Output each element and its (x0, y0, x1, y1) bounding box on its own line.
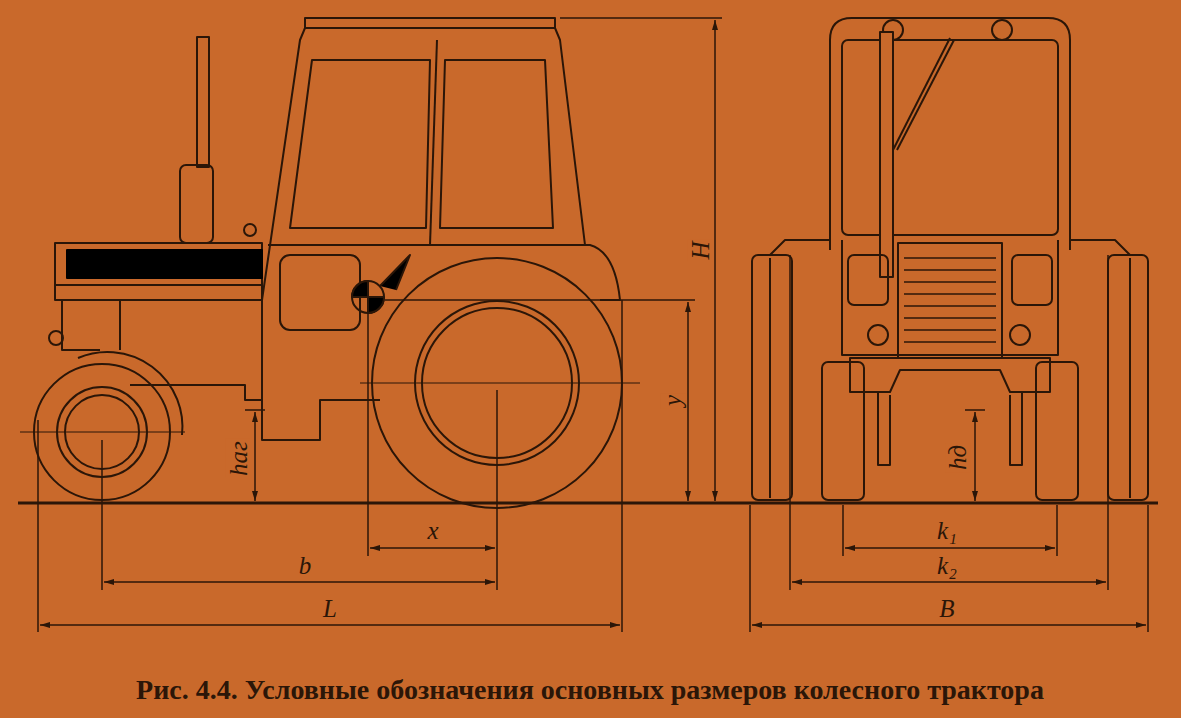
front-dimensions (750, 255, 1148, 632)
dimension-label: k₁ (935, 518, 959, 543)
dimension-label: hд (946, 442, 971, 471)
dimension-label: k₂ (935, 553, 959, 578)
dimension-label: x (425, 518, 440, 543)
dimension-label: L (321, 596, 339, 621)
front-view (752, 18, 1148, 500)
dimension-label: hаг (225, 439, 250, 478)
side-view (20, 18, 640, 508)
dimension-label: H (688, 239, 713, 261)
figure-caption: Рис. 4.4. Условные обозначения основных … (136, 675, 1044, 706)
dimension-label: y (660, 392, 685, 407)
dimension-label: b (297, 553, 314, 578)
ground-line (18, 502, 1158, 505)
side-dimensions (38, 18, 722, 632)
dimension-label: B (937, 596, 956, 621)
